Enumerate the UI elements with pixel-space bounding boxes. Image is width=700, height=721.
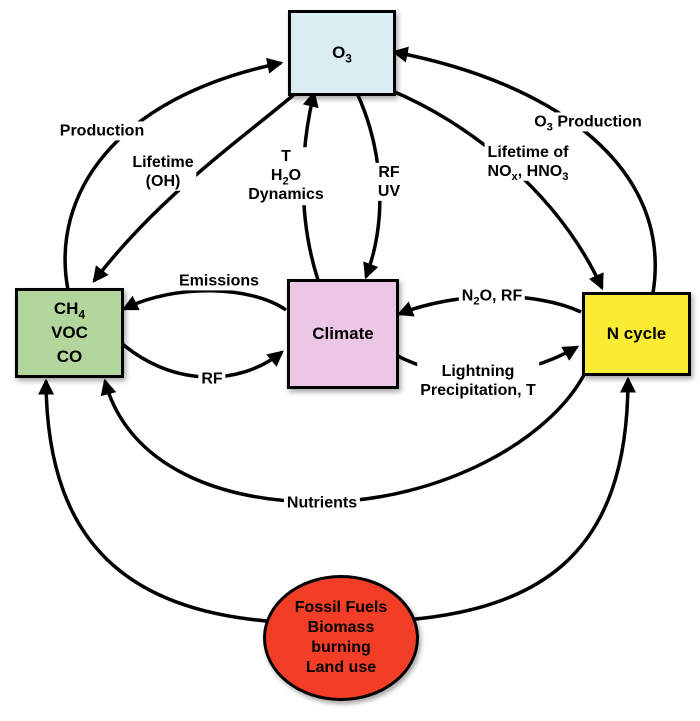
label-rf-uv: RF UV [374, 162, 404, 202]
label-emissions: Emissions [175, 271, 263, 291]
node-climate-label: Climate [312, 324, 374, 344]
node-carbon-line1: CH4 [53, 299, 86, 322]
label-lifetime-oh: Lifetime (OH) [129, 152, 197, 192]
node-n-cycle-label: N cycle [606, 324, 667, 344]
label-n2o-rf: N2O, RF [458, 286, 526, 307]
label-nutrients: Nutrients [283, 493, 361, 513]
label-lifetime-nox-hno3: Lifetime of NOx, HNO3 [484, 142, 572, 183]
node-ozone: O3 [288, 10, 396, 96]
arrow-emissions [121, 289, 288, 312]
node-sources-line3: burning [311, 639, 371, 656]
label-t-h2o-dynamics: T H2O Dynamics [245, 147, 327, 205]
arrow-sources-to-carbon [38, 378, 301, 625]
node-carbon-gases: CH4 VOC CO [15, 288, 124, 378]
label-rf: RF [198, 369, 226, 389]
node-emission-sources: Fossil Fuels Biomass burning Land use [263, 575, 419, 701]
node-carbon-line2: VOC [51, 323, 88, 343]
label-lightning-precipitation: Lightning Precipitation, T [417, 361, 539, 401]
label-o3-production: O3 Production [531, 112, 645, 133]
arrow-sources-to-ncycle [369, 376, 637, 624]
node-sources-line2: Biomass [307, 619, 375, 636]
arrow-o3-production [391, 46, 657, 294]
arrow-production [63, 57, 284, 291]
node-sources-line1: Fossil Fuels [294, 599, 388, 616]
node-n-cycle: N cycle [582, 292, 691, 376]
node-climate: Climate [287, 279, 399, 389]
arrow-lifetime-oh [92, 90, 299, 283]
node-carbon-line3: CO [56, 346, 83, 366]
node-ozone-label: O3 [332, 43, 352, 66]
node-sources-line4: Land use [305, 659, 377, 676]
label-production: Production [56, 121, 148, 141]
